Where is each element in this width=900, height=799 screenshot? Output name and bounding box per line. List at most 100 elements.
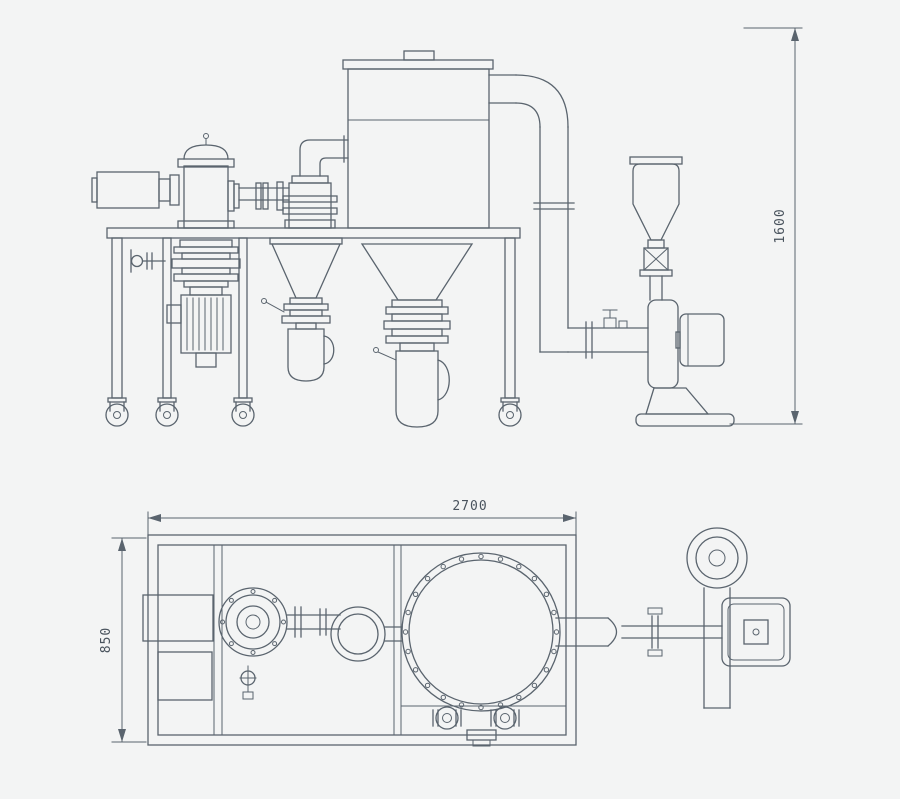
blower-inlet-plan	[686, 527, 748, 589]
arrowhead-icon	[791, 411, 799, 424]
main-cyclone	[357, 237, 477, 428]
bolt-hole	[478, 704, 484, 711]
duct-fitting	[603, 317, 617, 329]
feeder-column	[282, 175, 338, 229]
bolt-hole	[553, 629, 560, 635]
handwheel-icon	[130, 254, 144, 268]
bolt-hole	[531, 575, 538, 582]
bolt-hole	[497, 556, 504, 562]
butterfly-valve	[643, 247, 669, 271]
junction-box	[166, 304, 182, 324]
bolt-hole	[458, 702, 465, 708]
arrowhead-icon	[148, 514, 161, 522]
bolt-hole	[543, 667, 550, 673]
chamber-lid-handle	[403, 50, 435, 61]
blower-base	[635, 413, 735, 427]
plan-view: 2700 850	[99, 499, 791, 747]
jar-handle	[323, 335, 335, 365]
drain-valve	[130, 249, 166, 273]
work-table	[105, 227, 522, 427]
coupling	[158, 178, 171, 202]
bolt-hole	[220, 619, 225, 625]
height-dimension: 1600	[729, 27, 803, 425]
collection-jar-small	[287, 328, 325, 382]
jar-handle	[437, 359, 450, 401]
mill-dome	[183, 144, 229, 160]
bolt-hole	[543, 591, 550, 597]
blower-pedestal	[645, 387, 710, 415]
bolt-hole	[531, 682, 538, 689]
bolt-hole	[516, 694, 522, 701]
bolt-hole	[551, 648, 557, 655]
under-table-mill	[166, 239, 241, 368]
classifier-plan	[330, 606, 403, 662]
caster-wheel	[498, 397, 522, 427]
length-dimension: 2700	[147, 499, 577, 536]
arrowhead-icon	[563, 514, 576, 522]
mill-bolt-circle	[220, 589, 286, 655]
bolt-hole	[228, 597, 234, 603]
discharge-hopper	[629, 156, 683, 277]
bolt-hole	[250, 650, 256, 655]
bolt-hole	[424, 682, 431, 689]
collection-jar-large	[395, 350, 439, 428]
caster-wheel	[155, 397, 179, 427]
mill-shaft-plan	[286, 606, 341, 638]
bolt-hole	[402, 629, 409, 635]
chamber-bolt-circle	[402, 553, 560, 711]
frame-box	[157, 651, 213, 701]
side-bracket	[142, 594, 214, 642]
arrowhead-icon	[118, 729, 126, 742]
clamp-lever-icon	[373, 347, 379, 353]
bolt-hole	[497, 702, 504, 708]
arrowhead-icon	[791, 28, 799, 41]
bolt-hole	[281, 619, 286, 625]
feed-motor	[96, 171, 160, 209]
bolt-hole	[412, 667, 419, 673]
bolt-hole	[516, 563, 522, 570]
blower-casing	[647, 299, 679, 389]
length-dimension-label: 2700	[452, 499, 487, 514]
mill-assembly	[91, 133, 290, 229]
valve-fitting-plan	[239, 665, 257, 700]
mill-body	[183, 165, 229, 229]
bolt-hole	[458, 556, 465, 562]
blower-plan	[686, 527, 791, 709]
outlet-stub-plan	[555, 607, 723, 657]
base-frame	[142, 534, 577, 746]
bolt-hole	[228, 641, 234, 647]
blower	[635, 275, 735, 427]
bolt-hole	[405, 648, 411, 655]
bolt-hole	[440, 694, 446, 701]
arrowhead-icon	[118, 538, 126, 551]
depth-dimension-label: 850	[99, 627, 114, 653]
elevation-view: 1600	[91, 27, 803, 428]
bolt-hole	[250, 589, 256, 594]
chamber-plan	[401, 552, 561, 712]
bottom-fittings	[432, 706, 520, 747]
bolt-hole	[440, 563, 446, 570]
height-dimension-label: 1600	[773, 208, 788, 243]
depth-dimension: 850	[99, 537, 147, 743]
table-leg	[504, 237, 516, 399]
bolt-hole	[272, 641, 278, 647]
bolt-hole	[405, 609, 411, 616]
caster-wheel	[231, 397, 255, 427]
bolt-hole	[412, 591, 419, 597]
caster-wheel	[105, 397, 129, 427]
frame-partitions	[213, 544, 567, 736]
small-cyclone	[261, 237, 343, 382]
blower-motor	[679, 313, 725, 367]
bolt-hole	[424, 575, 431, 582]
mill-plan	[218, 587, 341, 700]
clamp-lever-icon	[261, 298, 267, 304]
inlet-elbow-pipe	[299, 135, 349, 177]
main-chamber	[342, 50, 494, 229]
vent-icon	[203, 133, 209, 139]
table-leg	[111, 237, 123, 399]
bolt-hole	[551, 609, 557, 616]
bolt-hole	[272, 597, 278, 603]
bolt-hole	[478, 553, 484, 560]
